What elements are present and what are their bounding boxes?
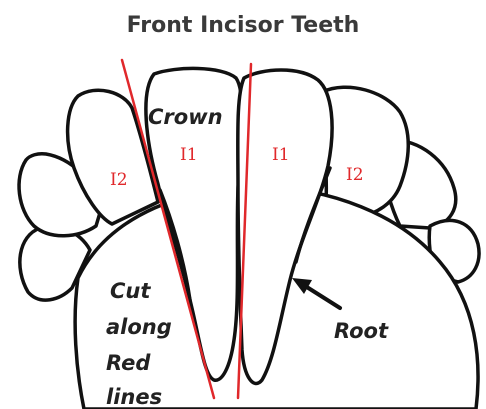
diagram-title: Front Incisor Teeth (127, 13, 360, 38)
label-left-i1: I1 (180, 145, 198, 165)
label-right-i1: I1 (272, 145, 290, 165)
crown-label: Crown (148, 105, 223, 129)
label-left-i2: I2 (110, 170, 128, 190)
cut-label-line2: along (106, 315, 172, 339)
root-label: Root (334, 319, 389, 343)
cut-label-line1: Cut (110, 279, 151, 303)
cut-label-line4: lines (106, 385, 162, 409)
label-right-i2: I2 (346, 165, 364, 185)
cut-label-line3: Red (106, 351, 151, 375)
